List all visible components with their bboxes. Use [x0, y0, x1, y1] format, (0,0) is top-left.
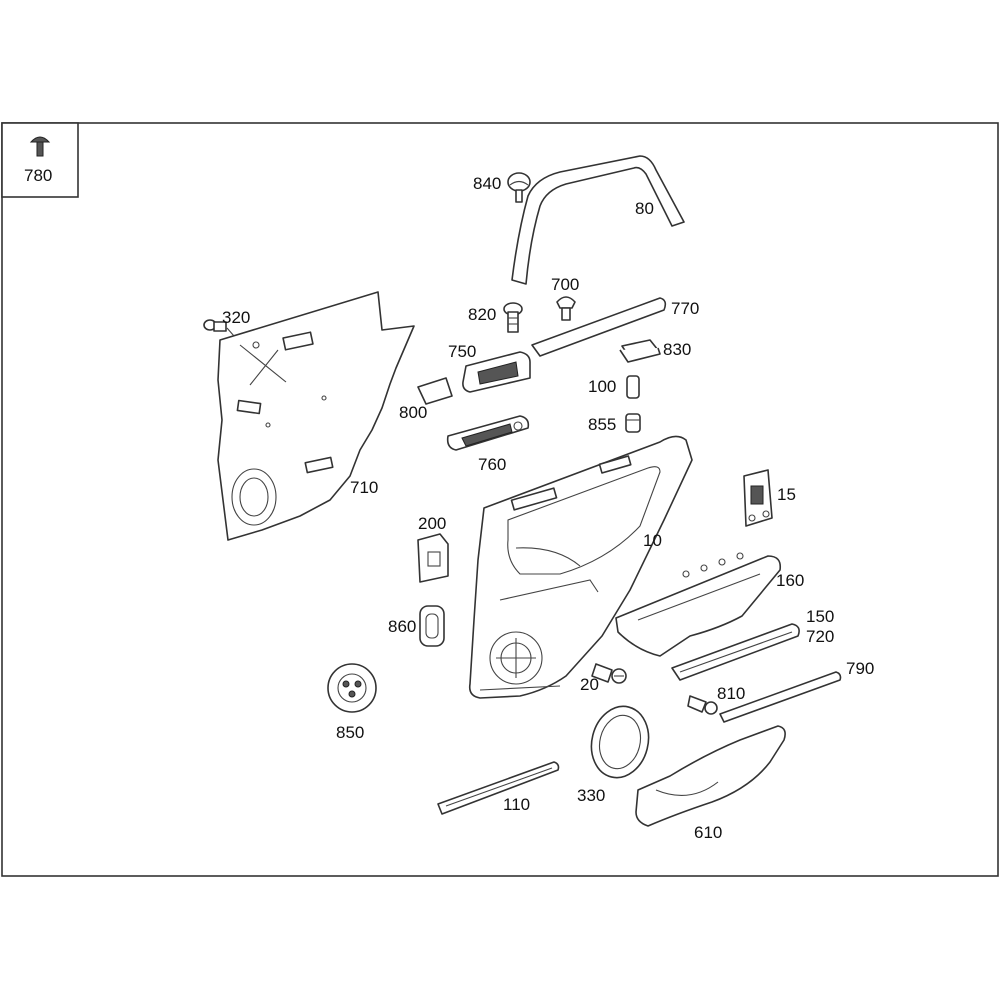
- armrest-pad-160: [615, 552, 782, 657]
- callout-15: 15: [777, 485, 796, 504]
- callout-855: 855: [588, 415, 616, 434]
- clip-700-icon: [556, 296, 576, 321]
- callout-780: 780: [24, 166, 52, 185]
- legend-box-780: [1, 122, 79, 198]
- plug-100-icon: [626, 375, 640, 399]
- callout-20: 20: [580, 675, 599, 694]
- trim-strip-150-720: [671, 623, 800, 681]
- callout-710: 710: [350, 478, 378, 497]
- lower-trim-610: [635, 725, 786, 827]
- callout-330: 330: [577, 786, 605, 805]
- callout-700: 700: [551, 275, 579, 294]
- speaker-grille-850: [327, 663, 377, 713]
- callout-840: 840: [473, 174, 501, 193]
- callout-80: 80: [635, 199, 654, 218]
- handle-trim-860: [419, 605, 445, 647]
- sill-strip-110: [437, 761, 560, 815]
- vapor-barrier-710: [217, 291, 415, 541]
- window-seal-80: [511, 155, 685, 285]
- callout-760: 760: [478, 455, 506, 474]
- callout-790: 790: [846, 659, 874, 678]
- callout-850: 850: [336, 723, 364, 742]
- callout-810: 810: [717, 684, 745, 703]
- callout-750: 750: [448, 342, 476, 361]
- bracket-200: [417, 533, 449, 583]
- switch-cover-830: [619, 339, 661, 363]
- callout-830: 830: [663, 340, 691, 359]
- screw-810-icon: [687, 695, 718, 715]
- inner-handle-760: [446, 415, 530, 451]
- bracket-15: [743, 469, 773, 527]
- callout-860: 860: [388, 617, 416, 636]
- callout-800: 800: [399, 403, 427, 422]
- clip-840-icon: [507, 172, 531, 203]
- strip-790: [719, 671, 842, 723]
- speaker-ring-330: [590, 705, 650, 779]
- callout-150: 150: [806, 607, 834, 626]
- diagram-frame: [1, 122, 999, 877]
- callout-820: 820: [468, 305, 496, 324]
- callout-610: 610: [694, 823, 722, 842]
- pad-800: [417, 377, 453, 405]
- screw-820-icon: [503, 302, 523, 333]
- trim-strip-770: [531, 297, 667, 357]
- handle-housing-750: [462, 351, 531, 393]
- clip-780-icon: [29, 136, 51, 157]
- clip-320-icon: [203, 319, 235, 337]
- door-trim-panel-10: [468, 435, 693, 699]
- callout-100: 100: [588, 377, 616, 396]
- callout-110: 110: [503, 795, 530, 814]
- callout-200: 200: [418, 514, 446, 533]
- screw-20-icon: [591, 663, 627, 684]
- callout-770: 770: [671, 299, 699, 318]
- callout-160: 160: [776, 571, 804, 590]
- callout-10: 10: [643, 531, 662, 550]
- callout-720: 720: [806, 627, 834, 646]
- callout-320: 320: [222, 308, 250, 327]
- clip-855-icon: [625, 413, 641, 433]
